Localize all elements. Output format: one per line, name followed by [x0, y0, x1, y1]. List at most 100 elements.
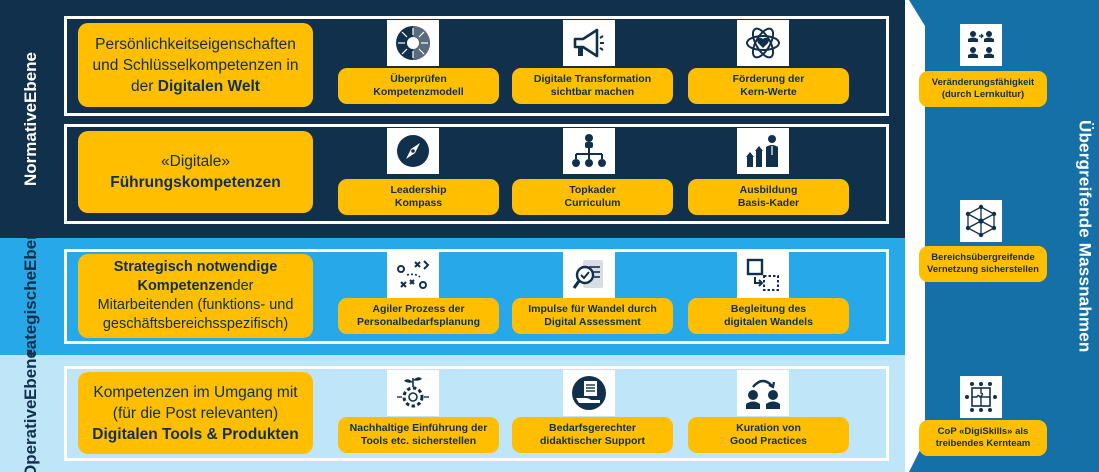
strategic-heading-line-2: Kompetenzender	[137, 277, 253, 296]
megaphone-icon	[563, 20, 615, 66]
pill-digital-assessment-line-2: Digital Assessment	[544, 316, 641, 328]
leadership-heading-line-1: «Digitale»	[161, 153, 230, 170]
strategy-play-icon	[387, 252, 439, 298]
exchange-people-icon	[737, 370, 789, 416]
brain-gear-icon	[387, 20, 439, 66]
digital-world-heading-line-3: der Digitalen Welt	[131, 76, 260, 97]
operative-label-line-1: Operative	[21, 399, 40, 472]
strategic-heading-line-4: geschäftsbereichsspezifisch)	[102, 316, 289, 332]
pill-digitale-transformation-line-2: sichtbar machen	[550, 86, 635, 98]
growth-person-icon	[737, 128, 789, 174]
pill-leadership-kompass-line-1: Leadership	[390, 184, 447, 196]
strategic-heading-line-1: Strategisch notwendige	[114, 258, 278, 277]
pill-topkader: Topkader Curriculum	[512, 179, 673, 215]
pill-kompetenzmodell-line-2: Kompetenzmodell	[373, 86, 464, 98]
side-pill-veraenderungsfaehigkeit-line-1: Veränderungsfähigkeit	[931, 77, 1035, 88]
pill-good-practices-line-2: Good Practices	[729, 435, 808, 447]
pill-agiler-prozess: Agiler Prozess der Personalbedarfsplanun…	[338, 298, 499, 334]
strategic-heading-line-2b: der	[232, 278, 254, 294]
operative-level-label: Operative Ebene	[0, 349, 62, 472]
pill-didaktischer-support-line-1: Bedarfsgerechter	[549, 422, 636, 434]
digital-world-heading-line-1: Persönlichkeitseigenschaften	[95, 35, 296, 53]
side-title: Übergreifende Massnahmen	[1075, 119, 1095, 353]
normative-band: Normative Ebene Persönlichkeitseigenscha…	[0, 0, 905, 238]
pill-good-practices-line-1: Kuration von	[736, 422, 801, 434]
pill-leadership-kompass-line-2: Kompass	[394, 197, 443, 209]
pill-good-practices: Kuration von Good Practices	[688, 417, 849, 453]
pill-digitale-transformation-line-1: Digitale Transformation	[533, 73, 652, 85]
digital-world-heading-line-3a: der	[131, 77, 158, 95]
leadership-heading-line-2-bold: Führungskompetenzen	[110, 174, 281, 191]
pill-kern-werte-line-1: Förderung der	[732, 73, 805, 85]
normative-label-line-1: Normative	[21, 102, 40, 187]
pill-didaktischer-support: Bedarfsgerechter didaktischer Support	[512, 417, 673, 453]
heart-network-icon	[737, 20, 789, 66]
operative-heading-line-1: Kompetenzen im Umgang mit	[93, 383, 298, 401]
pill-digital-assessment-line-1: Impulse für Wandel durch	[528, 303, 657, 315]
pill-kern-werte: Förderung der Kern-Werte	[688, 68, 849, 104]
pill-basis-kader-line-2: Basis-Kader	[737, 197, 800, 209]
plant-gear-icon	[387, 370, 439, 416]
side-pill-vernetzung-line-2: Vernetzung sicherstellen	[927, 264, 1039, 275]
digital-world-heading-box: Persönlichkeitseigenschaften und Schlüss…	[78, 23, 313, 107]
strategic-label-line-2: Ebene	[21, 219, 40, 271]
pill-topkader-line-2: Curriculum	[564, 197, 621, 209]
normative-level-label: Normative Ebene	[0, 0, 62, 238]
row-leadership-frame	[64, 124, 889, 224]
operative-heading-line-3: Digitalen Tools & Produkten	[92, 424, 298, 445]
row-strategic-frame	[64, 249, 889, 344]
row-operative-frame	[64, 366, 889, 461]
operative-band: Operative Ebene Kompetenzen im Umgang mi…	[0, 349, 905, 472]
side-pill-vernetzung: Bereichsübergreifende Vernetzung sichers…	[919, 246, 1047, 282]
row-digital-world-frame	[64, 16, 889, 116]
pill-digitaler-wandel: Begleitung des digitalen Wandels	[688, 298, 849, 334]
hand-document-icon	[563, 370, 615, 416]
side-pill-veraenderungsfaehigkeit-line-2: (durch Lernkultur)	[941, 89, 1025, 100]
people-exchange-icon	[960, 24, 1002, 66]
assessment-icon	[563, 252, 615, 298]
pill-nachhaltige-einfuehrung: Nachhaltige Einführung der Tools etc. si…	[338, 417, 499, 453]
transition-icon	[737, 252, 789, 298]
side-pill-cop-digiskills-line-1: CoP «DigiSkills» als	[937, 426, 1029, 437]
pill-kompetenzmodell: Überprüfen Kompetenzmodell	[338, 68, 499, 104]
leadership-heading-line-2: Führungskompetenzen	[110, 172, 281, 193]
pill-agiler-prozess-line-1: Agiler Prozess der	[372, 303, 465, 315]
digital-world-heading-line-2: und Schlüsselkompetenzen in	[92, 56, 299, 74]
pill-agiler-prozess-line-2: Personalbedarfsplanung	[356, 316, 481, 328]
strategic-heading-line-2a: Kompetenzen	[137, 278, 233, 294]
compass-icon	[387, 128, 439, 174]
operative-heading-box: Kompetenzen im Umgang mit (für die Post …	[78, 372, 313, 454]
pill-digital-assessment: Impulse für Wandel durch Digital Assessm…	[512, 298, 673, 334]
pill-nachhaltige-einfuehrung-line-2: Tools etc. sicherstellen	[360, 435, 477, 447]
strategic-level-label: Strategische Ebene	[0, 220, 62, 373]
side-panel-arrow	[905, 0, 1099, 472]
pill-basis-kader-line-1: Ausbildung	[739, 184, 798, 196]
pill-digitaler-wandel-line-1: Begleitung des	[730, 303, 807, 315]
operative-heading-line-3-bold: Digitalen Tools & Produkten	[92, 425, 299, 443]
pill-topkader-line-1: Topkader	[569, 184, 616, 196]
pill-kern-werte-line-2: Kern-Werte	[740, 86, 797, 98]
strategic-band: Strategische Ebene Strategisch notwendig…	[0, 220, 905, 373]
puzzle-team-icon	[960, 376, 1002, 418]
operative-heading-line-2: (für die Post relevanten)	[112, 404, 279, 422]
pill-leadership-kompass: Leadership Kompass	[338, 179, 499, 215]
pill-digitaler-wandel-line-2: digitalen Wandels	[724, 316, 813, 328]
org-chart-icon	[563, 128, 615, 174]
pill-nachhaltige-einfuehrung-line-1: Nachhaltige Einführung der	[349, 422, 488, 434]
pill-kompetenzmodell-line-1: Überprüfen	[390, 73, 447, 85]
side-pill-veraenderungsfaehigkeit: Veränderungsfähigkeit (durch Lernkultur)	[919, 71, 1047, 107]
pill-basis-kader: Ausbildung Basis-Kader	[688, 179, 849, 215]
pill-didaktischer-support-line-2: didaktischer Support	[539, 435, 645, 447]
strategic-heading-box: Strategisch notwendige Kompetenzender Mi…	[78, 254, 313, 338]
strategic-heading-line-1-bold: Strategisch notwendige	[113, 259, 278, 275]
side-pill-cop-digiskills-line-2: treibendes Kernteam	[935, 438, 1031, 449]
network-icon	[960, 200, 1002, 242]
leadership-heading-box: «Digitale» Führungskompetenzen	[78, 131, 313, 213]
normative-label-line-2: Ebene	[21, 51, 40, 103]
pill-digitale-transformation: Digitale Transformation sichtbar machen	[512, 68, 673, 104]
operative-label-line-2: Ebene	[21, 348, 40, 400]
side-pill-cop-digiskills: CoP «DigiSkills» als treibendes Kernteam	[919, 420, 1047, 456]
strategic-heading-line-3: Mitarbeitenden (funktions- und	[97, 297, 294, 313]
digital-world-heading-line-3b: Digitalen Welt	[157, 77, 260, 95]
side-pill-vernetzung-line-1: Bereichsübergreifende	[931, 252, 1035, 263]
